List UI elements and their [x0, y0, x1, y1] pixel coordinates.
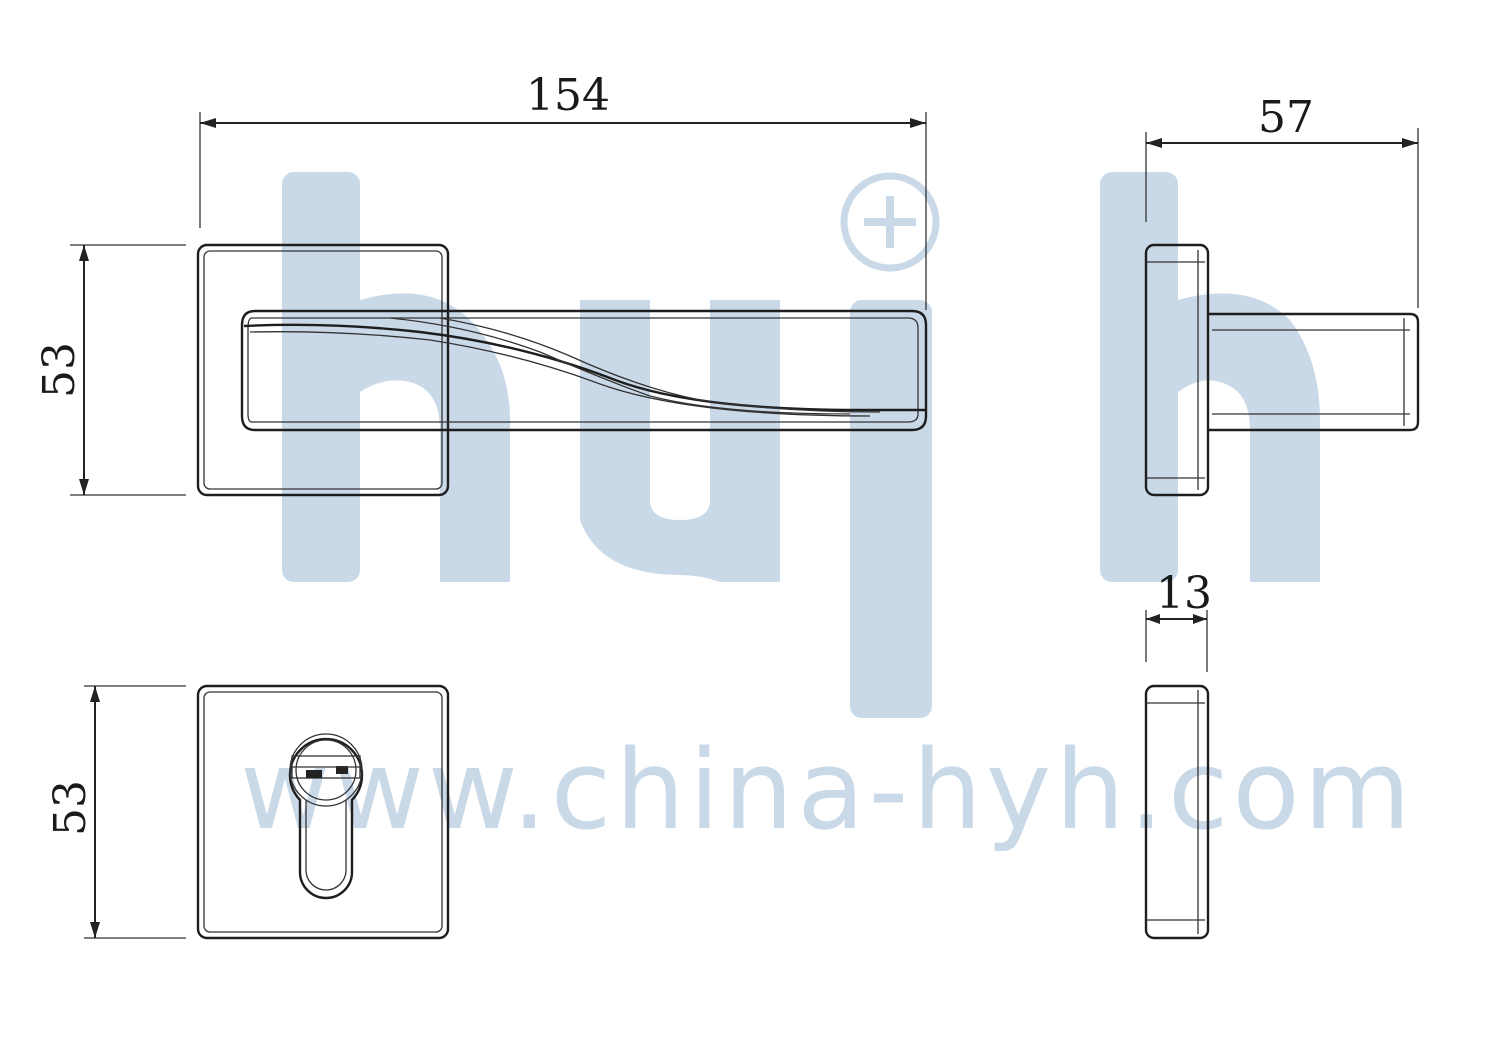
- dimension-label-53-bottom: 53: [45, 780, 96, 836]
- escutcheon-side-view: [1144, 684, 1210, 940]
- dimension-label-154: 154: [526, 70, 610, 121]
- lever-handle-front-view: [196, 243, 928, 497]
- dimension-13: 13: [1145, 568, 1212, 672]
- dimension-154: 154: [199, 70, 927, 310]
- escutcheon-front-view: [196, 684, 450, 940]
- dimension-53-bottom: 53: [45, 685, 186, 939]
- watermark-url: www.china-hyh.com: [240, 726, 1415, 854]
- dimension-label-53-top: 53: [34, 342, 85, 398]
- watermark-logo: [282, 172, 1320, 718]
- lever-handle-side-view: [1144, 243, 1420, 497]
- dimension-label-57: 57: [1258, 92, 1314, 143]
- dimension-label-13: 13: [1156, 568, 1212, 619]
- dimension-53-top: 53: [34, 244, 186, 496]
- dimension-57: 57: [1145, 92, 1419, 308]
